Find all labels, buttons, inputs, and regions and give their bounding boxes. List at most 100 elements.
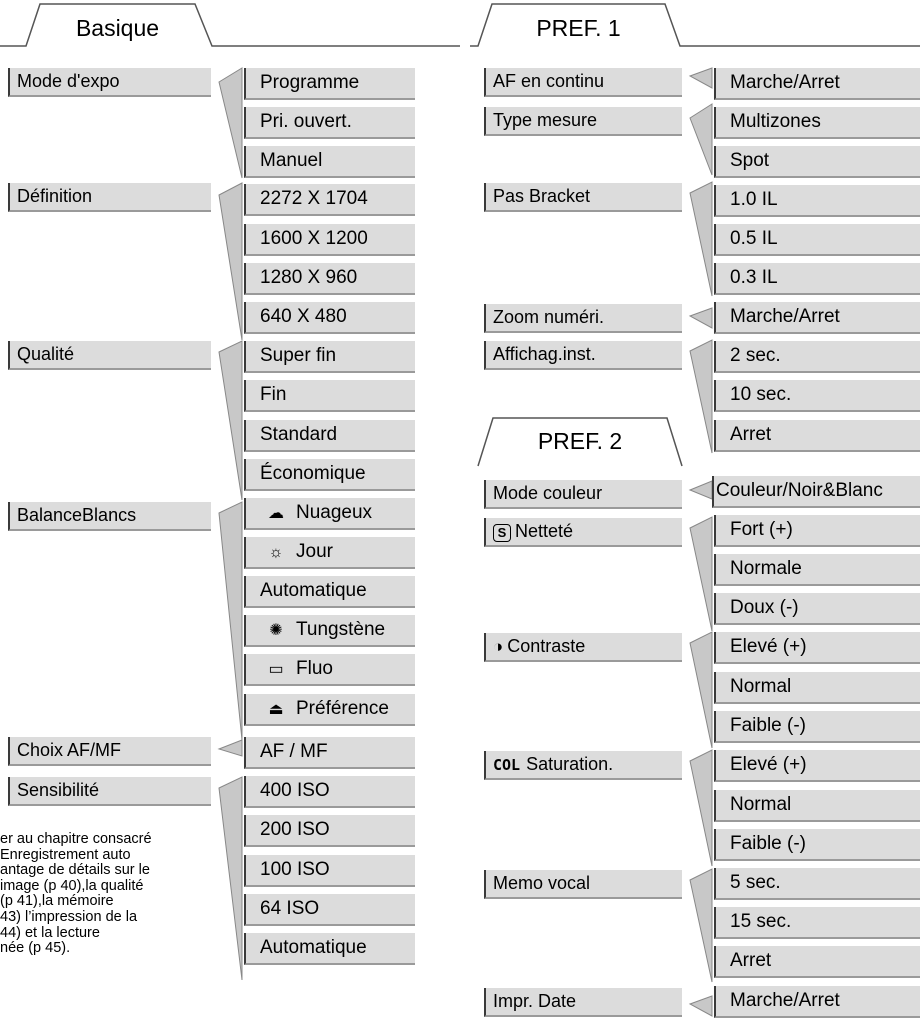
option-doux[interactable]: Doux (-) — [714, 593, 920, 625]
label-balance-blancs[interactable]: BalanceBlancs — [8, 502, 211, 531]
option-400-iso[interactable]: 400 ISO — [244, 776, 415, 808]
option-contraste-normal[interactable]: Normal — [714, 672, 920, 704]
label-saturation[interactable]: COL Saturation. — [484, 751, 682, 780]
option-1600x1200[interactable]: 1600 X 1200 — [244, 224, 415, 256]
label-memo-vocal[interactable]: Memo vocal — [484, 870, 682, 899]
option-affichage-arret[interactable]: Arret — [714, 420, 920, 452]
option-0-5-il[interactable]: 0.5 IL — [714, 224, 920, 256]
label-saturation-text: Saturation. — [526, 754, 614, 774]
wedge-qualite — [218, 340, 243, 501]
option-couleur-noir-blanc[interactable]: Couleur/Noir&Blanc — [712, 476, 920, 508]
tab-pref2[interactable]: PREF. 2 — [537, 428, 623, 454]
option-100-iso[interactable]: 100 ISO — [244, 855, 415, 887]
option-nuageux-label: Nuageux — [296, 502, 373, 523]
option-2272x1704[interactable]: 2272 X 1704 — [244, 184, 415, 216]
option-tungstene-label: Tungstène — [296, 619, 386, 640]
option-saturation-normal[interactable]: Normal — [714, 790, 920, 822]
label-mode-expo[interactable]: Mode d'expo — [8, 68, 211, 97]
wedge-definition — [218, 182, 243, 341]
option-0-3-il[interactable]: 0.3 IL — [714, 263, 920, 295]
option-super-fin[interactable]: Super fin — [244, 341, 415, 373]
label-qualite[interactable]: Qualité — [8, 341, 211, 370]
option-preference[interactable]: ⏏Préférence — [244, 694, 415, 726]
option-automatique-iso[interactable]: Automatique — [244, 933, 415, 965]
label-contraste[interactable]: ◑Contraste — [484, 633, 682, 662]
wedge-zoom — [688, 307, 713, 329]
option-1-0-il[interactable]: 1.0 IL — [714, 185, 920, 217]
option-programme[interactable]: Programme — [244, 68, 415, 100]
option-64-iso[interactable]: 64 ISO — [244, 894, 415, 926]
note-text: er au chapitre consacré Enregistrement a… — [0, 831, 232, 957]
option-multizones[interactable]: Multizones — [714, 107, 920, 139]
option-automatique-wb[interactable]: Automatique — [244, 576, 415, 608]
fluorescent-icon: ▭ — [268, 661, 284, 678]
wedge-impr-date — [688, 995, 713, 1017]
label-nettete-text: Netteté — [515, 521, 574, 541]
option-jour[interactable]: ☼ Jour — [244, 537, 415, 569]
option-af-continu-marche-arret[interactable]: Marche/Arret — [714, 68, 920, 100]
option-tungstene[interactable]: ✺Tungstène — [244, 615, 415, 647]
option-impr-date-marche-arret[interactable]: Marche/Arret — [714, 986, 920, 1018]
label-af-continu[interactable]: AF en continu — [484, 68, 682, 97]
wedge-balance — [218, 501, 243, 741]
option-fort[interactable]: Fort (+) — [714, 515, 920, 547]
note-line: antage de détails sur le — [0, 862, 150, 879]
label-impr-date[interactable]: Impr. Date — [484, 988, 682, 1017]
sun-icon: ☼ — [268, 544, 284, 561]
tab-basique-shape — [0, 3, 460, 47]
option-fluo-label: Fluo — [296, 658, 333, 679]
option-nuageux[interactable]: ☁Nuageux — [244, 498, 415, 530]
sharpness-icon: S — [493, 524, 511, 542]
option-5-sec[interactable]: 5 sec. — [714, 868, 920, 900]
saturation-icon: COL — [493, 756, 521, 774]
wedge-mode-expo — [218, 67, 243, 179]
tab-pref1[interactable]: PREF. 1 — [536, 15, 621, 41]
option-spot[interactable]: Spot — [714, 146, 920, 178]
note-line: er au chapitre consacré — [0, 831, 152, 847]
wedge-af-continu — [688, 67, 713, 89]
option-memo-arret[interactable]: Arret — [714, 946, 920, 978]
option-contraste-eleve[interactable]: Elevé (+) — [714, 632, 920, 664]
option-manuel[interactable]: Manuel — [244, 146, 415, 178]
option-2-sec[interactable]: 2 sec. — [714, 341, 920, 373]
wedge-nettete — [689, 516, 713, 632]
option-normale[interactable]: Normale — [714, 554, 920, 586]
label-mode-couleur[interactable]: Mode couleur — [484, 480, 682, 509]
option-zoom-marche-arret[interactable]: Marche/Arret — [714, 302, 920, 334]
option-15-sec[interactable]: 15 sec. — [714, 907, 920, 939]
label-affichage-inst[interactable]: Affichag.inst. — [484, 341, 682, 370]
label-sensibilite[interactable]: Sensibilité — [8, 777, 211, 806]
wedge-sensibilite — [218, 776, 243, 981]
option-10-sec[interactable]: 10 sec. — [714, 380, 920, 412]
option-economique[interactable]: Économique — [244, 459, 415, 491]
option-jour-label: Jour — [296, 541, 333, 562]
label-definition[interactable]: Définition — [8, 183, 211, 212]
option-1280x960[interactable]: 1280 X 960 — [244, 263, 415, 295]
option-contraste-faible[interactable]: Faible (-) — [714, 711, 920, 743]
option-saturation-faible[interactable]: Faible (-) — [714, 829, 920, 861]
label-choix-afmf[interactable]: Choix AF/MF — [8, 737, 211, 766]
option-640x480[interactable]: 640 X 480 — [244, 302, 415, 334]
wedge-mode-couleur — [688, 480, 713, 500]
wedge-type-mesure — [689, 103, 713, 176]
label-pas-bracket[interactable]: Pas Bracket — [484, 183, 682, 212]
option-pri-ouvert[interactable]: Pri. ouvert. — [244, 107, 415, 139]
wedge-affichage — [689, 339, 713, 454]
option-standard[interactable]: Standard — [244, 420, 415, 452]
label-zoom-numeri[interactable]: Zoom numéri. — [484, 304, 682, 333]
option-fluo[interactable]: ▭ Fluo — [244, 654, 415, 686]
label-contraste-text: Contraste — [507, 636, 586, 656]
wedge-contraste — [689, 631, 713, 749]
option-200-iso[interactable]: 200 ISO — [244, 815, 415, 847]
option-af-mf[interactable]: AF / MF — [244, 737, 415, 769]
tab-basique[interactable]: Basique — [75, 15, 160, 41]
contrast-icon: ◑ — [493, 637, 504, 656]
label-type-mesure[interactable]: Type mesure — [484, 107, 682, 136]
note-line: née (p 45). — [0, 940, 71, 957]
option-fin[interactable]: Fin — [244, 380, 415, 412]
note-line: image (p 40),la qualité — [0, 877, 144, 894]
option-saturation-eleve[interactable]: Elevé (+) — [714, 750, 920, 782]
tab-pref2-shape — [477, 417, 683, 467]
